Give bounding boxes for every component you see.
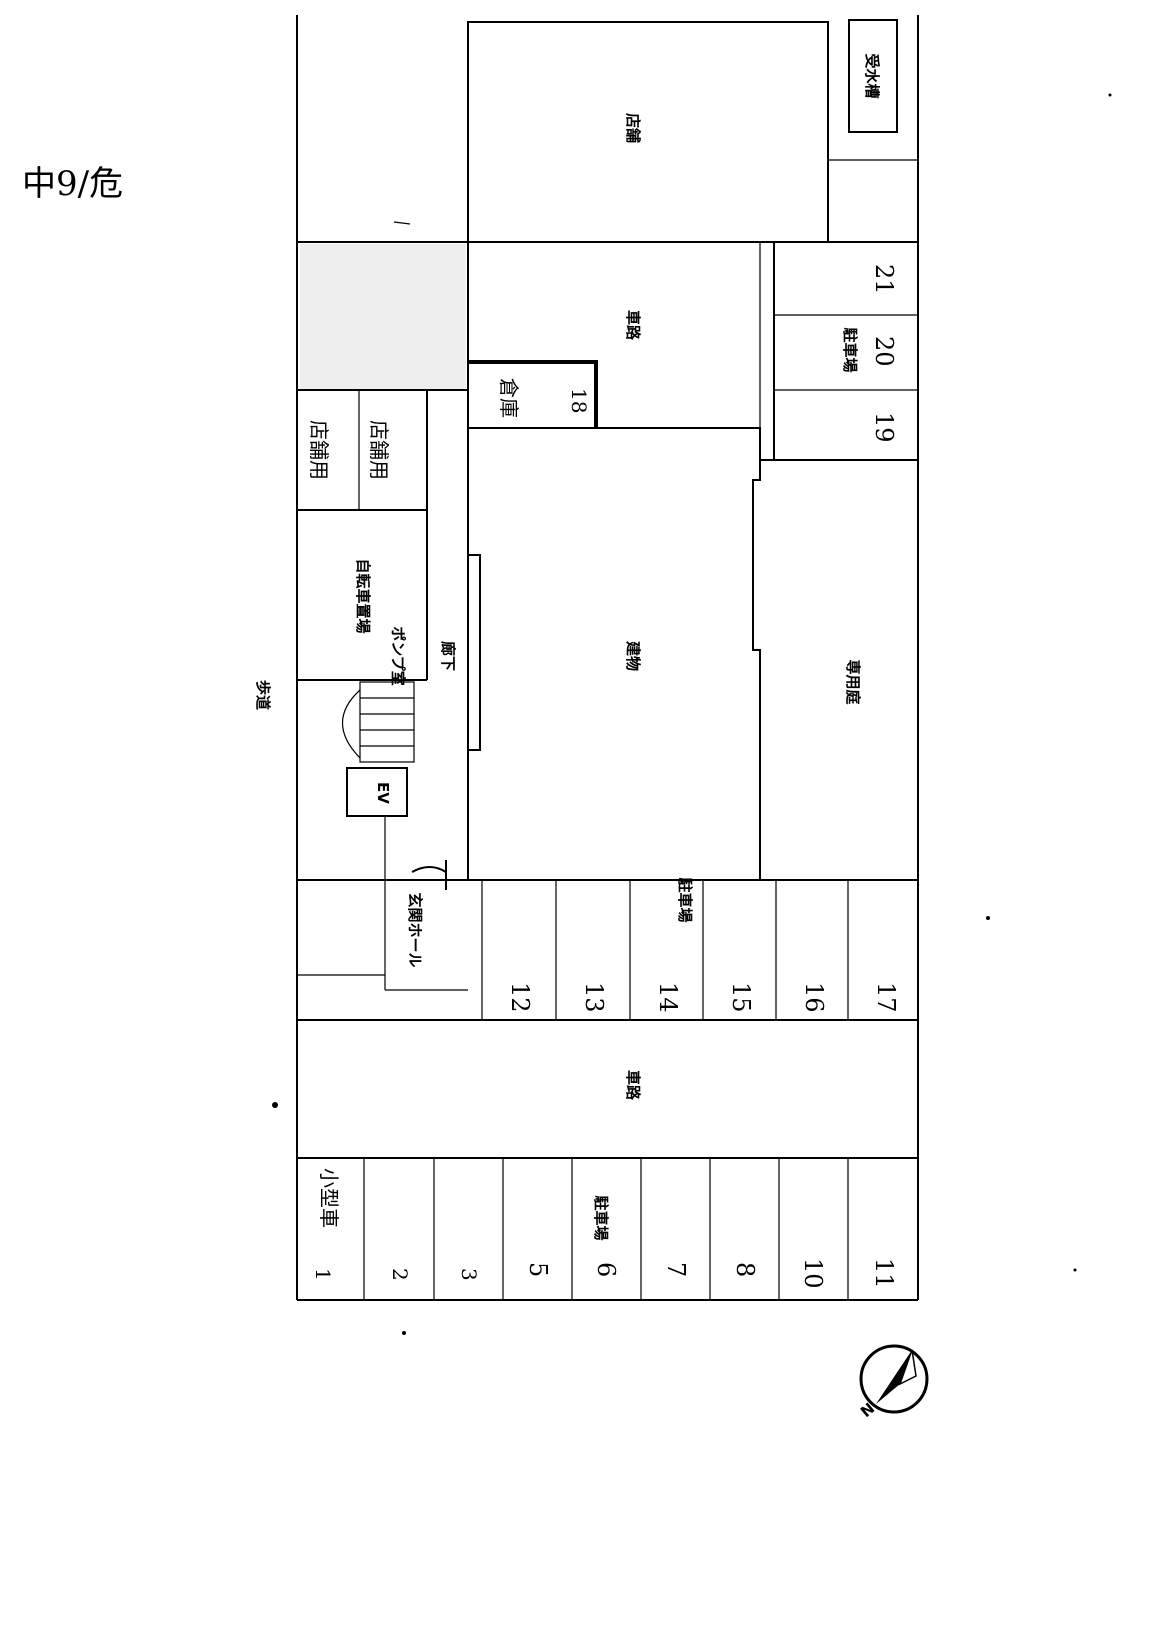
storage-label: 倉庫: [497, 378, 521, 418]
space-14: 14: [654, 982, 682, 1013]
parking-label-middle: 駐車場: [676, 877, 694, 922]
water-tank-box: [848, 19, 898, 133]
water-tank-label: 受水槽: [863, 53, 881, 98]
entrance-hall-label: 玄関ホール: [406, 892, 424, 967]
shop-small-b-label: 店舗用: [367, 420, 391, 480]
pump-room-label: ポンプ室: [389, 626, 407, 686]
sidewalk-label: 歩道: [254, 680, 272, 710]
space-10: 10: [799, 1258, 827, 1289]
space-21: 21: [870, 264, 898, 295]
staircase: [341, 681, 415, 763]
roadway-upper-label: 車路: [624, 310, 642, 341]
building-label: 建物: [624, 641, 642, 671]
corridor-label: 廊下: [439, 641, 457, 671]
shop-small-a-label: 店舗用: [307, 420, 331, 480]
bicycle-parking-label: 自転車置場: [354, 558, 372, 633]
parking-label-lower: 駐車場: [592, 1195, 610, 1240]
scan-specks: [272, 93, 1112, 1335]
compact-car-label: 小型車: [317, 1168, 341, 1228]
space-7: 7: [662, 1262, 690, 1277]
elevator-label: EV: [374, 782, 392, 804]
space-13: 13: [580, 982, 608, 1013]
private-yard-label: 専用庭: [844, 659, 862, 705]
elevator-box: [346, 767, 408, 817]
roadway-lower-label: 車路: [624, 1070, 642, 1101]
corner-note: 中9/危: [22, 164, 123, 204]
top-block: [297, 19, 918, 243]
space-16: 16: [800, 982, 828, 1013]
shop-main-label: 店舗: [624, 113, 642, 143]
space-5: 5: [524, 1262, 552, 1277]
compass-north-label: N: [857, 1399, 878, 1421]
space-12: 12: [506, 982, 534, 1013]
entrance-hall: [297, 816, 468, 991]
space-19: 19: [870, 412, 898, 443]
parking-lower-row: [297, 1157, 918, 1300]
space-15: 15: [727, 982, 755, 1013]
space-3: 3: [457, 1268, 481, 1281]
space-2: 2: [388, 1268, 412, 1281]
space-11: 11: [870, 1258, 898, 1289]
main-building: [467, 427, 761, 881]
hatched-void: [300, 244, 466, 389]
small-shops: [297, 390, 428, 680]
space-18-number: 18: [567, 388, 591, 413]
parking-middle-row: [297, 880, 918, 1021]
site-outline: [296, 15, 919, 1301]
space-8: 8: [731, 1262, 759, 1277]
space-20: 20: [870, 336, 898, 367]
north-arrow-icon: N: [857, 1344, 929, 1421]
space-6: 6: [592, 1262, 620, 1277]
parking-label-upper: 駐車場: [841, 327, 859, 372]
space-17: 17: [872, 982, 900, 1013]
space-1: 1: [311, 1268, 335, 1281]
